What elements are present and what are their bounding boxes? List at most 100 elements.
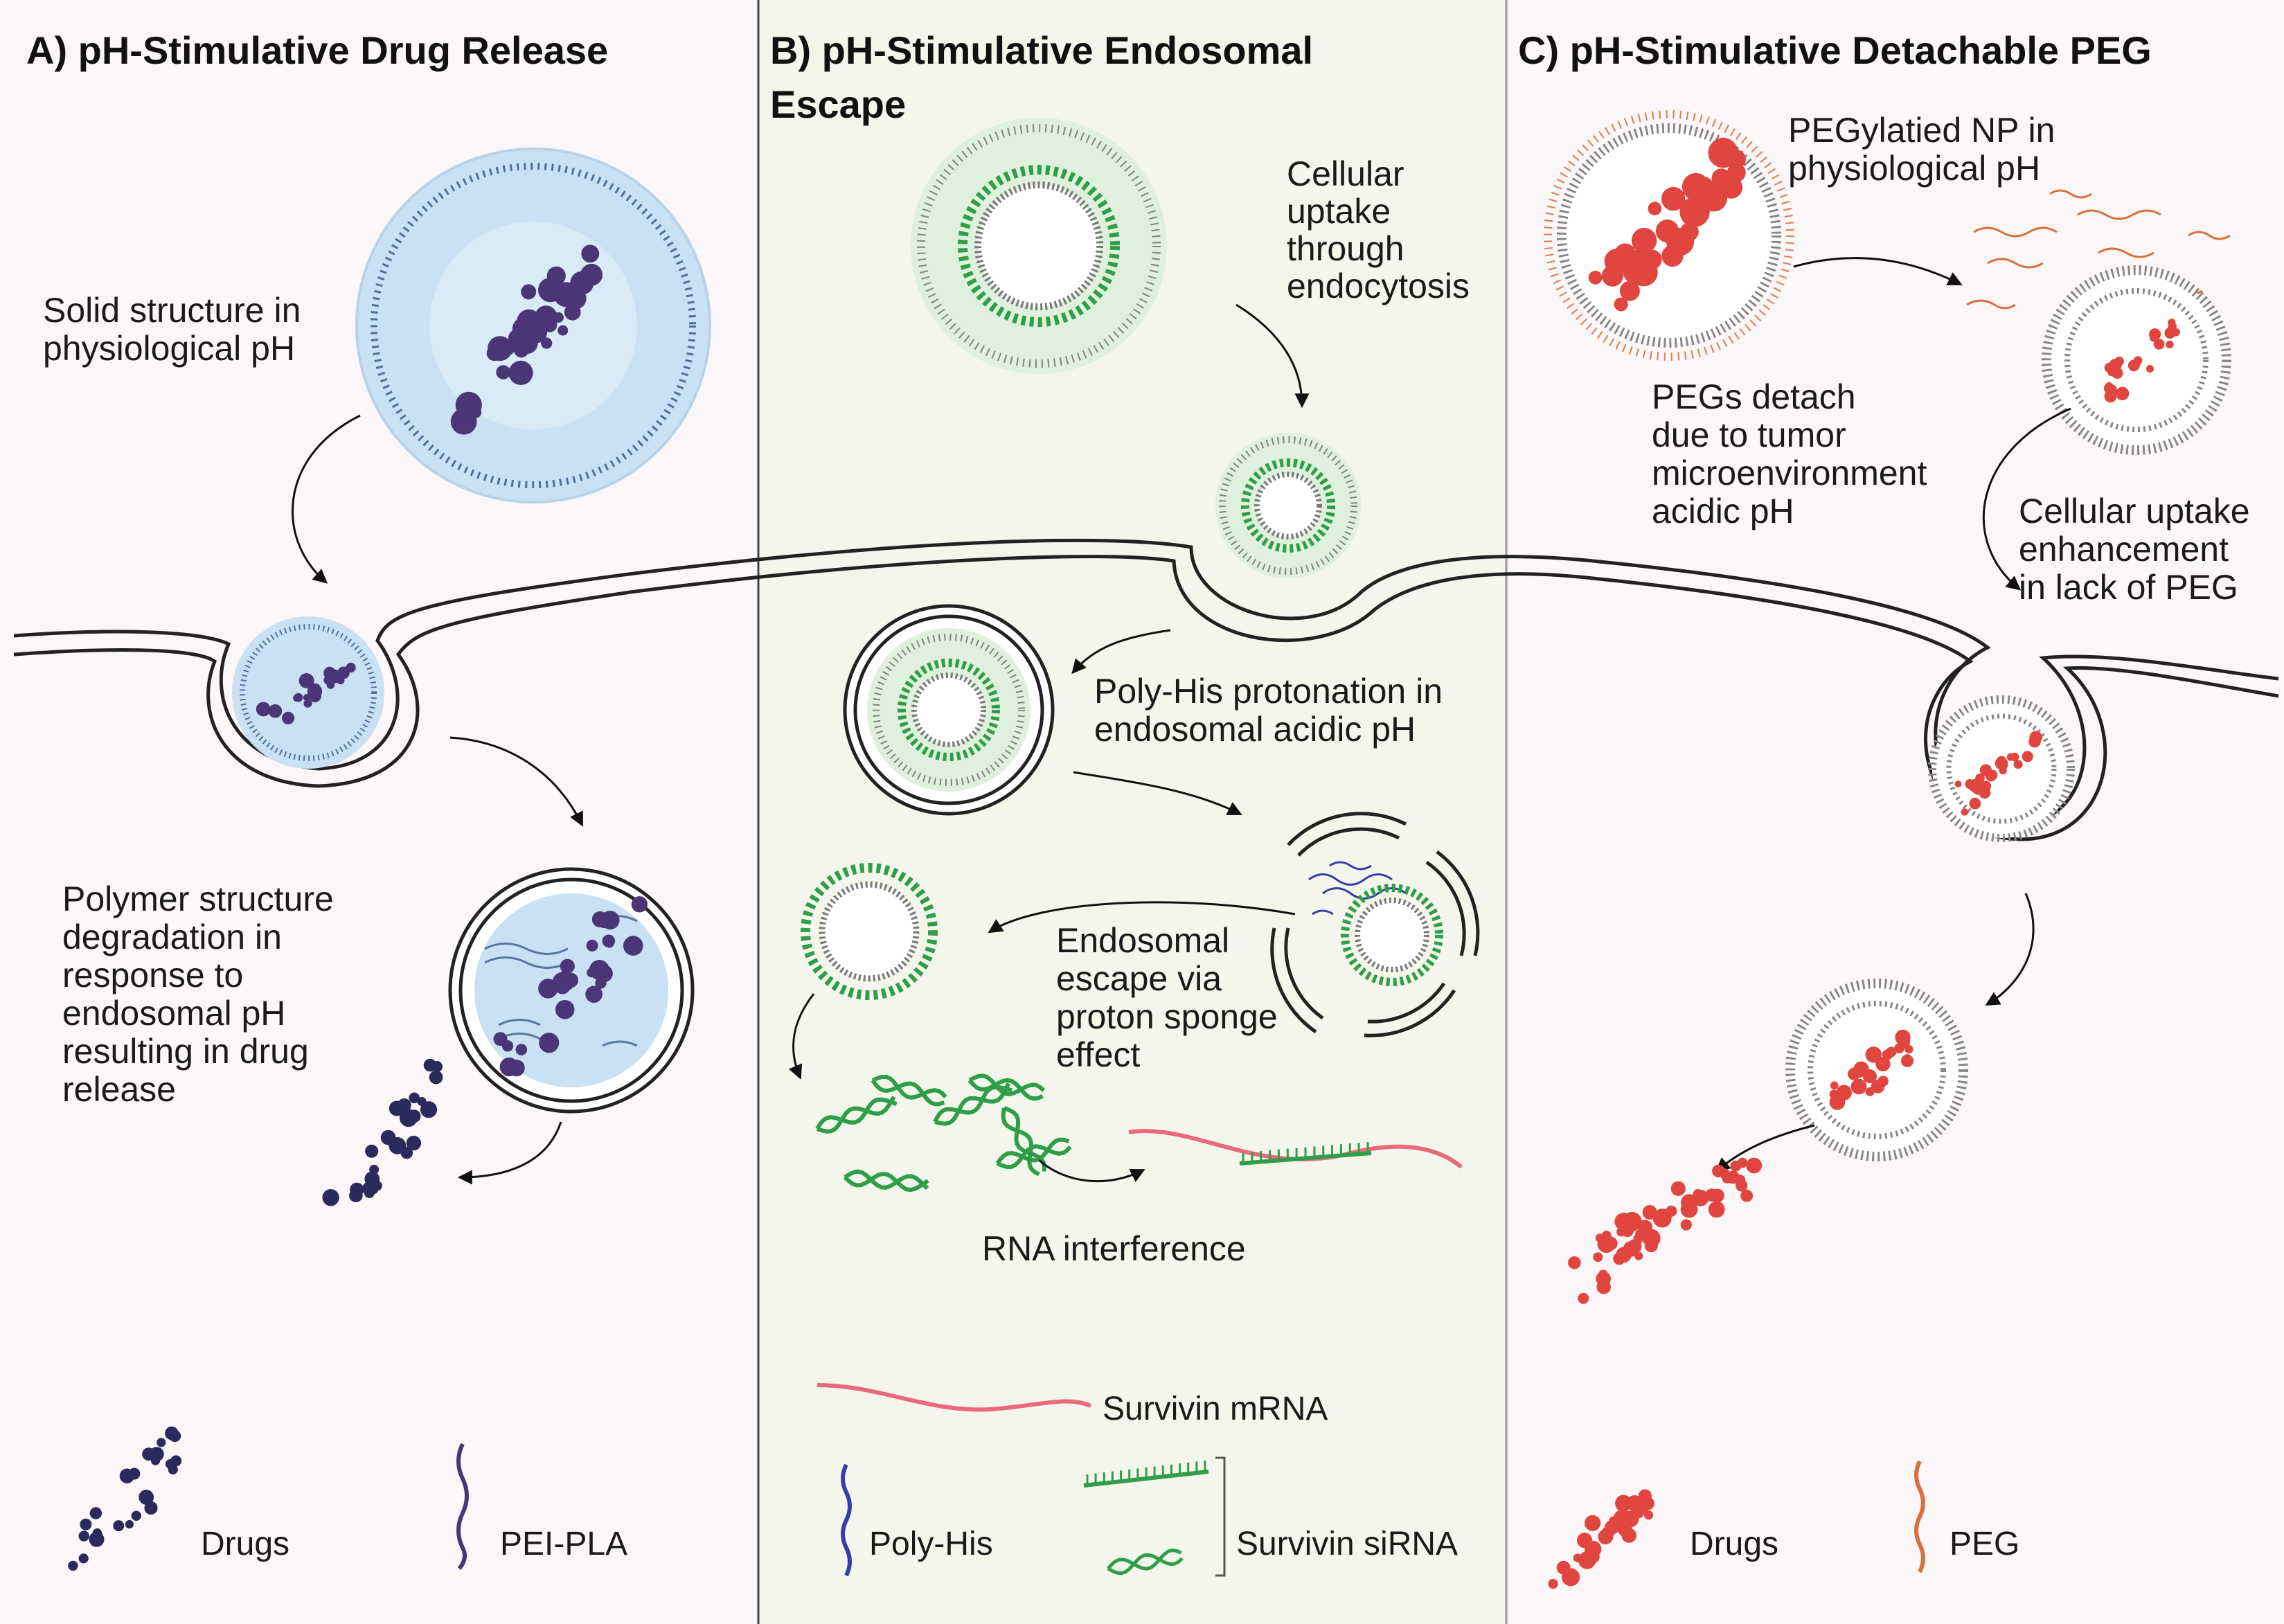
drug-particle: [1548, 1578, 1558, 1589]
sirna-strand: [815, 1097, 898, 1130]
sirna-strand: [1107, 1553, 1184, 1576]
drug-particle: [585, 985, 603, 1003]
panel-c-label-peg-np: PEGylatied NP in physiological pH: [1788, 111, 2064, 188]
sirna-nanoparticle-escaped: [801, 863, 938, 1000]
drug-particle: [1712, 1164, 1725, 1178]
drug-particle: [557, 325, 569, 336]
drug-particle: [1679, 197, 1710, 227]
drug-particle: [1604, 249, 1630, 274]
drug-particle: [560, 976, 574, 990]
panel-a-label-solid: Solid structure in physiological pH: [43, 291, 310, 368]
arrow-c1: [1793, 257, 1963, 285]
drug-particle: [310, 693, 320, 703]
drug-particle: [1961, 808, 1969, 816]
drug-particle: [370, 1185, 379, 1194]
drug-particle: [1865, 1087, 1875, 1096]
drug-particle: [586, 939, 598, 952]
drug-particle: [1642, 1205, 1657, 1220]
drug-particle: [1661, 186, 1686, 211]
drug-particle: [80, 1518, 92, 1531]
drug-particle: [605, 938, 614, 948]
drug-particle: [535, 305, 557, 328]
drug-particle: [1618, 1522, 1632, 1537]
drug-particle: [1644, 1239, 1658, 1253]
legend-polyhis-icon: [841, 1463, 852, 1577]
arrow-b2: [1071, 629, 1171, 675]
arrow-b3: [1073, 771, 1242, 815]
drug-particle: [560, 958, 575, 974]
drug-particle: [144, 1501, 158, 1515]
panel-b-title: B) pH-Stimulative Endosomal Escape: [770, 28, 1324, 126]
legend-peg-icon: [1914, 1460, 1925, 1573]
sirna-strand: [934, 1082, 1011, 1126]
drug-particle: [337, 666, 350, 679]
drug-particle: [2166, 340, 2174, 349]
drug-particle: [1670, 1181, 1686, 1196]
arrow-a1: [292, 414, 361, 584]
drug-particle: [380, 1130, 396, 1145]
drug-particle: [488, 336, 512, 362]
released-drug-cluster: [322, 1058, 443, 1206]
panel-c-title: C) pH-Stimulative Detachable PEG: [1518, 28, 2152, 72]
drug-particle: [1691, 177, 1715, 200]
drug-particle: [631, 896, 648, 913]
drug-particle: [1644, 1510, 1654, 1520]
sirna-strand: [817, 1096, 896, 1134]
drug-particle: [521, 284, 537, 300]
drug-particle: [1746, 1157, 1763, 1174]
panel-a-title: A) pH-Stimulative Drug Release: [26, 28, 608, 72]
drug-particle: [417, 1097, 427, 1106]
drug-particle: [429, 1070, 443, 1085]
drug-particle: [1585, 1540, 1602, 1558]
drug-particle: [1614, 297, 1628, 312]
drug-particle: [1633, 1233, 1643, 1244]
arrow-b1: [1235, 303, 1310, 409]
drug-particle: [1642, 249, 1662, 269]
drug-particle: [168, 1464, 178, 1475]
pei-pla-nanoparticle-large: [355, 148, 711, 503]
drug-particle: [2105, 382, 2113, 390]
pegylated-nanoparticle: [1544, 110, 1794, 361]
drug-particle: [541, 337, 553, 349]
rna-interference-complex: [1128, 1129, 1463, 1169]
drug-particle: [150, 1456, 161, 1465]
drug-particle: [1648, 202, 1662, 216]
arrow-c3: [1985, 893, 2035, 1006]
drug-particle: [539, 1033, 560, 1053]
drug-particle: [1830, 1081, 1839, 1090]
drug-particle: [595, 977, 607, 989]
drug-particle: [1894, 1043, 1904, 1054]
drug-particle: [1895, 1029, 1911, 1046]
drug-particle: [131, 1510, 141, 1521]
drug-particle: [1573, 1553, 1582, 1562]
drug-particle: [546, 266, 566, 285]
drug-particle: [1979, 787, 1991, 799]
drug-particle: [1681, 1194, 1698, 1211]
drug-particle: [1616, 1496, 1630, 1510]
drug-particle: [68, 1560, 78, 1571]
panel-c-label-uptake: Cellular uptake enhancement in lack of P…: [2019, 492, 2259, 607]
drug-particle: [1568, 1256, 1581, 1269]
drug-particle: [515, 1044, 528, 1055]
sirna-strand: [968, 1073, 1046, 1096]
legend-a-pei-pla: PEI-PLA: [500, 1526, 627, 1562]
arrow-c2: [1982, 407, 2071, 591]
drug-particle: [256, 702, 271, 717]
drug-particle: [1708, 1201, 1725, 1218]
released-sirna-cluster: [815, 1073, 1072, 1193]
drug-particle: [157, 1438, 166, 1447]
drug-particle: [1850, 1078, 1867, 1095]
drug-particle: [1634, 1251, 1643, 1260]
polyhis-nanoparticle-large: [911, 118, 1167, 374]
drug-particle: [597, 915, 611, 929]
drug-particle: [1736, 1179, 1748, 1192]
drug-particle: [1855, 1068, 1865, 1078]
endocytosed-nanoparticle-c: [1928, 695, 2075, 842]
depegylated-nanoparticle: [2042, 265, 2231, 455]
drug-particle: [1622, 1211, 1642, 1231]
drug-particle: [397, 1098, 411, 1112]
drug-particle: [514, 342, 529, 358]
drug-particle: [560, 970, 570, 979]
drug-particle: [578, 268, 595, 285]
drug-particle: [2115, 386, 2130, 400]
